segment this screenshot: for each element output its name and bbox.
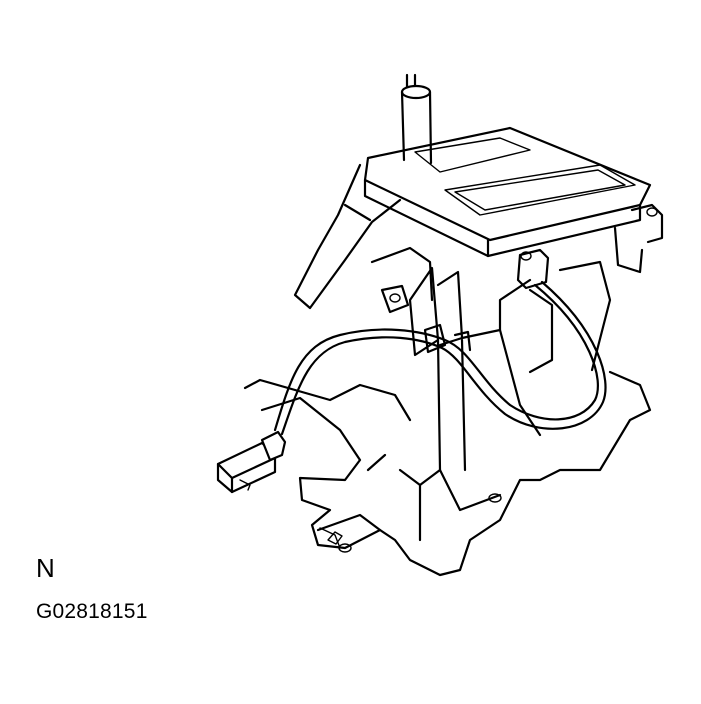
connector-plug <box>216 430 287 494</box>
indicator-housing-top <box>363 126 652 258</box>
shift-lever-rod <box>400 73 433 165</box>
wire-harness <box>273 280 607 436</box>
left-housing-arm <box>293 163 434 314</box>
base-plate <box>243 370 652 577</box>
right-mount-bracket <box>516 203 664 290</box>
wire-clamp <box>423 323 472 354</box>
view-label: N <box>36 553 55 583</box>
center-body-bracket <box>408 260 612 487</box>
figure-code: G02818151 <box>36 600 148 623</box>
